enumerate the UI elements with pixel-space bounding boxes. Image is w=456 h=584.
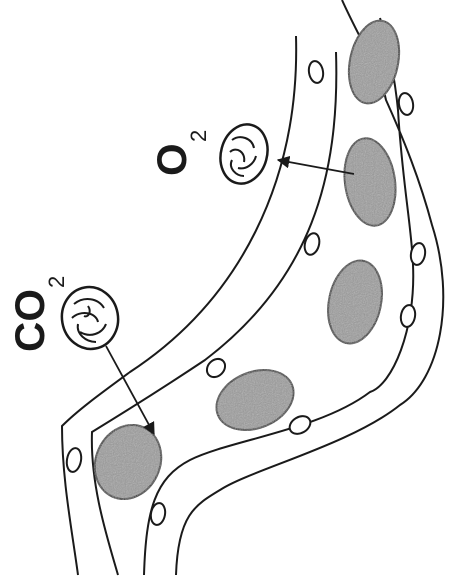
capillary-outer-wall-right	[176, 0, 443, 575]
o2-label-main: O	[148, 143, 195, 176]
co2-label-main: CO	[6, 289, 53, 352]
wall-nucleus	[397, 92, 415, 116]
o2-label-subscript: 2	[186, 130, 211, 142]
o2-diffusion-arrow	[278, 160, 354, 174]
red-blood-cell	[321, 256, 389, 349]
wall-nucleus	[399, 304, 417, 328]
wall-nucleus	[307, 60, 325, 84]
red-blood-cells	[83, 16, 406, 510]
wall-nucleus	[286, 413, 313, 438]
tissue-cell-o2	[214, 119, 274, 189]
red-blood-cell	[339, 135, 401, 229]
co2-label: CO 2	[6, 276, 69, 352]
o2-label: O 2	[148, 130, 211, 176]
wall-nucleus	[65, 447, 83, 473]
tissue-cell-co2	[57, 283, 123, 354]
co2-label-subscript: 2	[44, 276, 69, 288]
